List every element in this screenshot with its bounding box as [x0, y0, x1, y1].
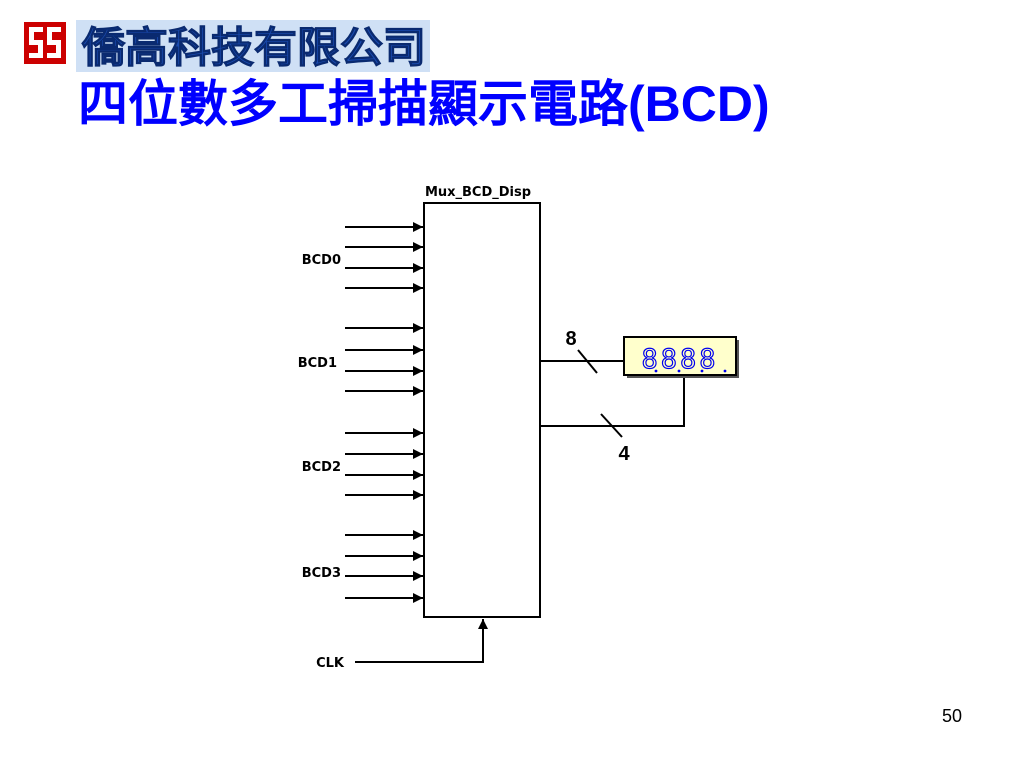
bcd0-label: BCD0: [302, 253, 341, 268]
slide-title-cjk: 四位數多工掃描顯示電路: [78, 74, 628, 133]
clk-wire: [355, 619, 488, 663]
bcd3-label: BCD3: [302, 566, 341, 581]
page-number: 50: [941, 706, 962, 726]
logo-company-name: 僑高科技有限公司: [81, 23, 426, 72]
bcd2-label: BCD2: [302, 460, 341, 475]
seven-segment-display: 8888: [623, 336, 739, 378]
mux-block: [423, 202, 541, 618]
slide-title-latin: (BCD): [628, 76, 770, 132]
digit-bus-width-label: 4: [618, 443, 630, 465]
bcd3-input-group: [345, 530, 423, 603]
bcd0-input-group: [345, 222, 423, 293]
bcd1-label: BCD1: [298, 356, 337, 371]
slide-title: 四位數多工掃描顯示電路(BCD): [78, 70, 770, 138]
bcd2-input-group: [345, 428, 423, 500]
digit-bus-slash: [600, 413, 623, 438]
digit-bus-wire: [540, 378, 685, 427]
bcd1-input-group: [345, 323, 423, 396]
segment-bus-slash: [577, 349, 598, 374]
logo-emblem-icon: [24, 22, 66, 64]
company-logo: 僑高科技有限公司: [24, 20, 430, 73]
clk-label: CLK: [316, 656, 345, 671]
block-label: Mux_BCD_Disp: [425, 185, 531, 200]
segment-bus-width-label: 8: [565, 328, 576, 350]
